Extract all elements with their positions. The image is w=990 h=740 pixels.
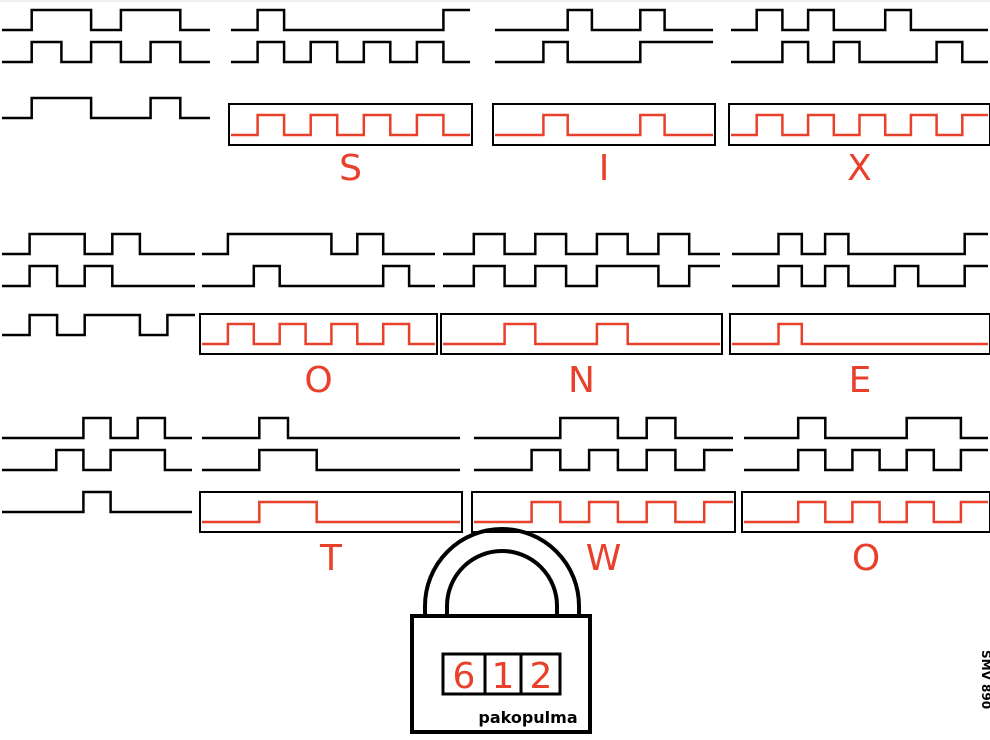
answer-letter: X	[847, 148, 872, 189]
output-waveform	[732, 322, 988, 346]
output-waveform	[202, 322, 435, 346]
answer-letter: S	[339, 148, 362, 189]
gate-cell	[199, 416, 463, 533]
source-waveform	[2, 313, 195, 337]
answer-letter: W	[586, 538, 622, 579]
answer-letter: O	[304, 360, 332, 401]
input-waveform-b	[202, 448, 460, 472]
input-waveform-b	[732, 264, 988, 288]
output-waveform	[495, 113, 713, 137]
input-waveform-a	[732, 232, 988, 256]
side-label: SMV 890	[979, 650, 990, 709]
puzzle-row	[2, 416, 990, 533]
padlock-shackle	[423, 527, 581, 618]
source-waveform	[2, 40, 210, 64]
combination-window	[441, 652, 562, 696]
puzzle-row	[2, 8, 990, 146]
source-waveform	[2, 490, 192, 514]
gate-cell	[471, 416, 736, 533]
output-box	[729, 313, 990, 355]
source-waveform	[2, 448, 192, 472]
input-waveform-b	[731, 40, 988, 64]
gate-cell	[492, 8, 716, 146]
output-box	[471, 491, 736, 533]
lock-digit-2: 1	[492, 656, 515, 697]
output-box	[741, 491, 990, 533]
gate-cell	[728, 8, 990, 146]
input-waveform-a	[231, 8, 470, 32]
answer-letter: I	[599, 148, 610, 189]
lock-brand-label: pakopulma	[478, 708, 577, 727]
answer-letter: O	[852, 538, 880, 579]
output-waveform	[731, 113, 988, 137]
input-waveform-b	[231, 40, 470, 64]
input-waveform-b	[202, 264, 435, 288]
gate-cell	[741, 416, 990, 533]
source-waveform	[2, 8, 210, 32]
input-waveform-b	[744, 448, 988, 472]
output-box	[440, 313, 723, 355]
output-waveform	[202, 500, 460, 524]
source-waveform	[2, 232, 195, 256]
input-waveform-a	[202, 416, 460, 440]
answer-letter: N	[568, 360, 595, 401]
output-waveform	[443, 322, 720, 346]
lock-digit-3: 2	[530, 656, 553, 697]
output-waveform	[744, 500, 988, 524]
output-box	[199, 491, 463, 533]
answer-letter: E	[849, 360, 872, 401]
puzzle-row	[2, 232, 990, 355]
answer-letter: T	[319, 538, 343, 579]
input-waveform-a	[731, 8, 988, 32]
waveform-grid	[0, 0, 990, 533]
source-waveform	[2, 96, 210, 120]
answer-letters: S I X O N E T W O	[304, 148, 880, 579]
input-waveform-a	[495, 8, 713, 32]
padlock: 6 1 2 pakopulma	[410, 527, 592, 734]
input-waveform-b	[495, 40, 713, 64]
input-waveform-b	[443, 264, 720, 288]
output-waveform	[231, 113, 470, 137]
input-waveform-a	[202, 232, 435, 256]
gate-cell	[199, 232, 438, 355]
gate-cell	[440, 232, 723, 355]
output-box	[728, 103, 990, 146]
source-waveform	[2, 416, 192, 440]
lock-digit-1: 6	[453, 656, 476, 697]
gate-cell	[729, 232, 990, 355]
input-waveform-a	[744, 416, 988, 440]
output-box	[228, 103, 473, 146]
source-waveform	[2, 264, 195, 288]
input-waveform-a	[443, 232, 720, 256]
gate-cell	[228, 8, 473, 146]
output-box	[199, 313, 438, 355]
input-waveform-a	[474, 416, 733, 440]
output-waveform	[474, 500, 733, 524]
output-box	[492, 103, 716, 146]
input-waveform-b	[474, 448, 733, 472]
